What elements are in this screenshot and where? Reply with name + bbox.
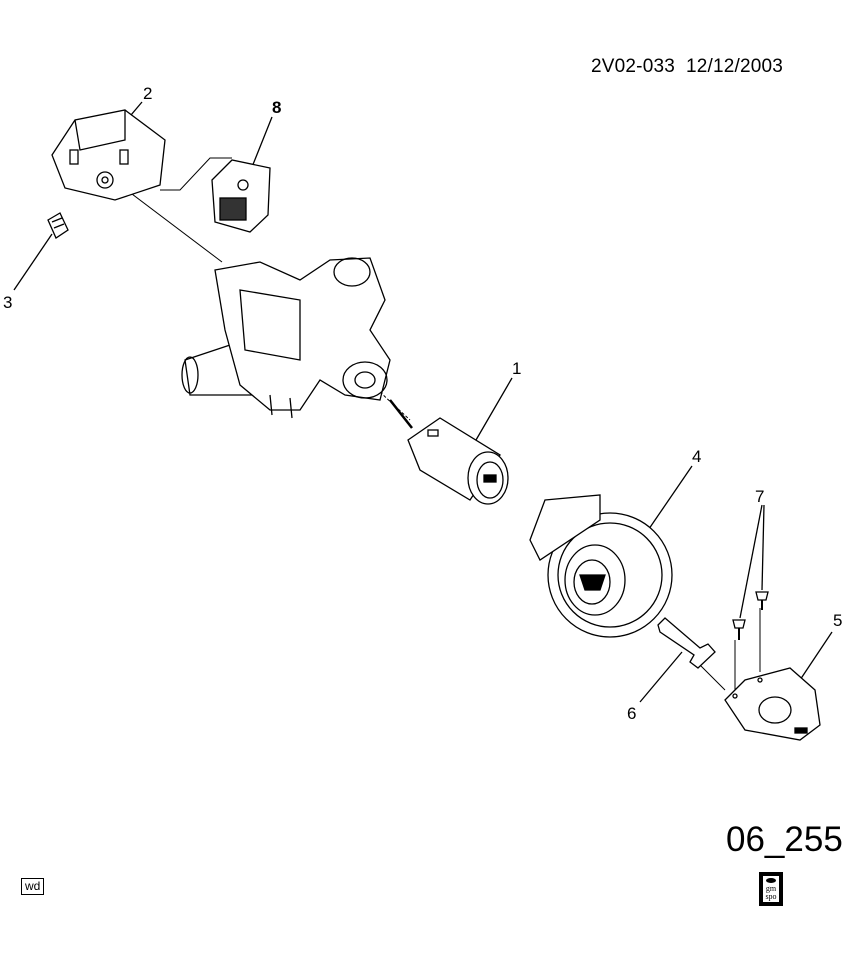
leader-lines [13, 101, 833, 703]
callout-1: 1 [512, 359, 521, 378]
document-id: 2V02-033 [591, 56, 676, 77]
steering-column-housing [181, 257, 391, 419]
part-5-key-fob [724, 667, 821, 741]
callout-2: 2 [143, 84, 152, 103]
document-header: 2V02-033 12/12/2003 [591, 56, 783, 78]
logo-text-top: gm [765, 884, 777, 893]
part-1-lock-cylinder [389, 399, 509, 505]
wd-badge: wd [21, 878, 45, 895]
part-4-bezel [529, 494, 673, 638]
gm-spo-logo: gm spo [759, 872, 783, 906]
callout-7: 7 [755, 487, 764, 506]
part-7-screws [732, 591, 769, 640]
part-6-key [657, 617, 716, 669]
figure-number: 06_255 [726, 820, 843, 859]
document-date: 12/12/2003 [685, 56, 784, 77]
callout-8: 8 [272, 98, 281, 117]
callout-5: 5 [833, 611, 842, 630]
part-3-bulb [47, 212, 69, 239]
callout-3: 3 [3, 293, 12, 312]
part-8-connector [211, 159, 271, 233]
part-2-switch [51, 109, 166, 201]
logo-text-bottom: spo [765, 892, 777, 901]
callout-4: 4 [692, 447, 701, 466]
callout-labels: 1 2 3 4 5 6 7 8 [3, 84, 842, 723]
callout-6: 6 [627, 704, 636, 723]
